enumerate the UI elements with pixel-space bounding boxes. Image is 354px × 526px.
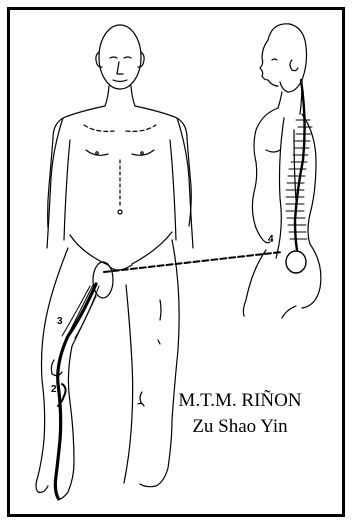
side-figure <box>243 24 321 318</box>
front-arm-right <box>170 118 193 248</box>
front-leg-left-outer <box>36 248 68 492</box>
point-label-2: 2 <box>51 384 57 395</box>
front-arm-left <box>47 118 70 248</box>
point-label-3: 3 <box>57 316 63 327</box>
caption-title: M.T.M. RIÑON <box>150 390 330 412</box>
side-torso-front <box>252 108 278 243</box>
caption-subtitle: Zu Shao Yin <box>150 416 330 438</box>
side-legs <box>243 250 296 318</box>
side-arm <box>276 118 296 258</box>
point-label-4: 4 <box>268 234 274 245</box>
front-hips <box>70 232 172 265</box>
side-sacrum <box>286 251 306 273</box>
front-leg-right-outer <box>140 240 179 487</box>
front-head <box>99 25 141 89</box>
front-leg-right-inner <box>124 285 133 483</box>
front-torso-left <box>48 106 105 228</box>
front-torso-right <box>135 106 191 226</box>
